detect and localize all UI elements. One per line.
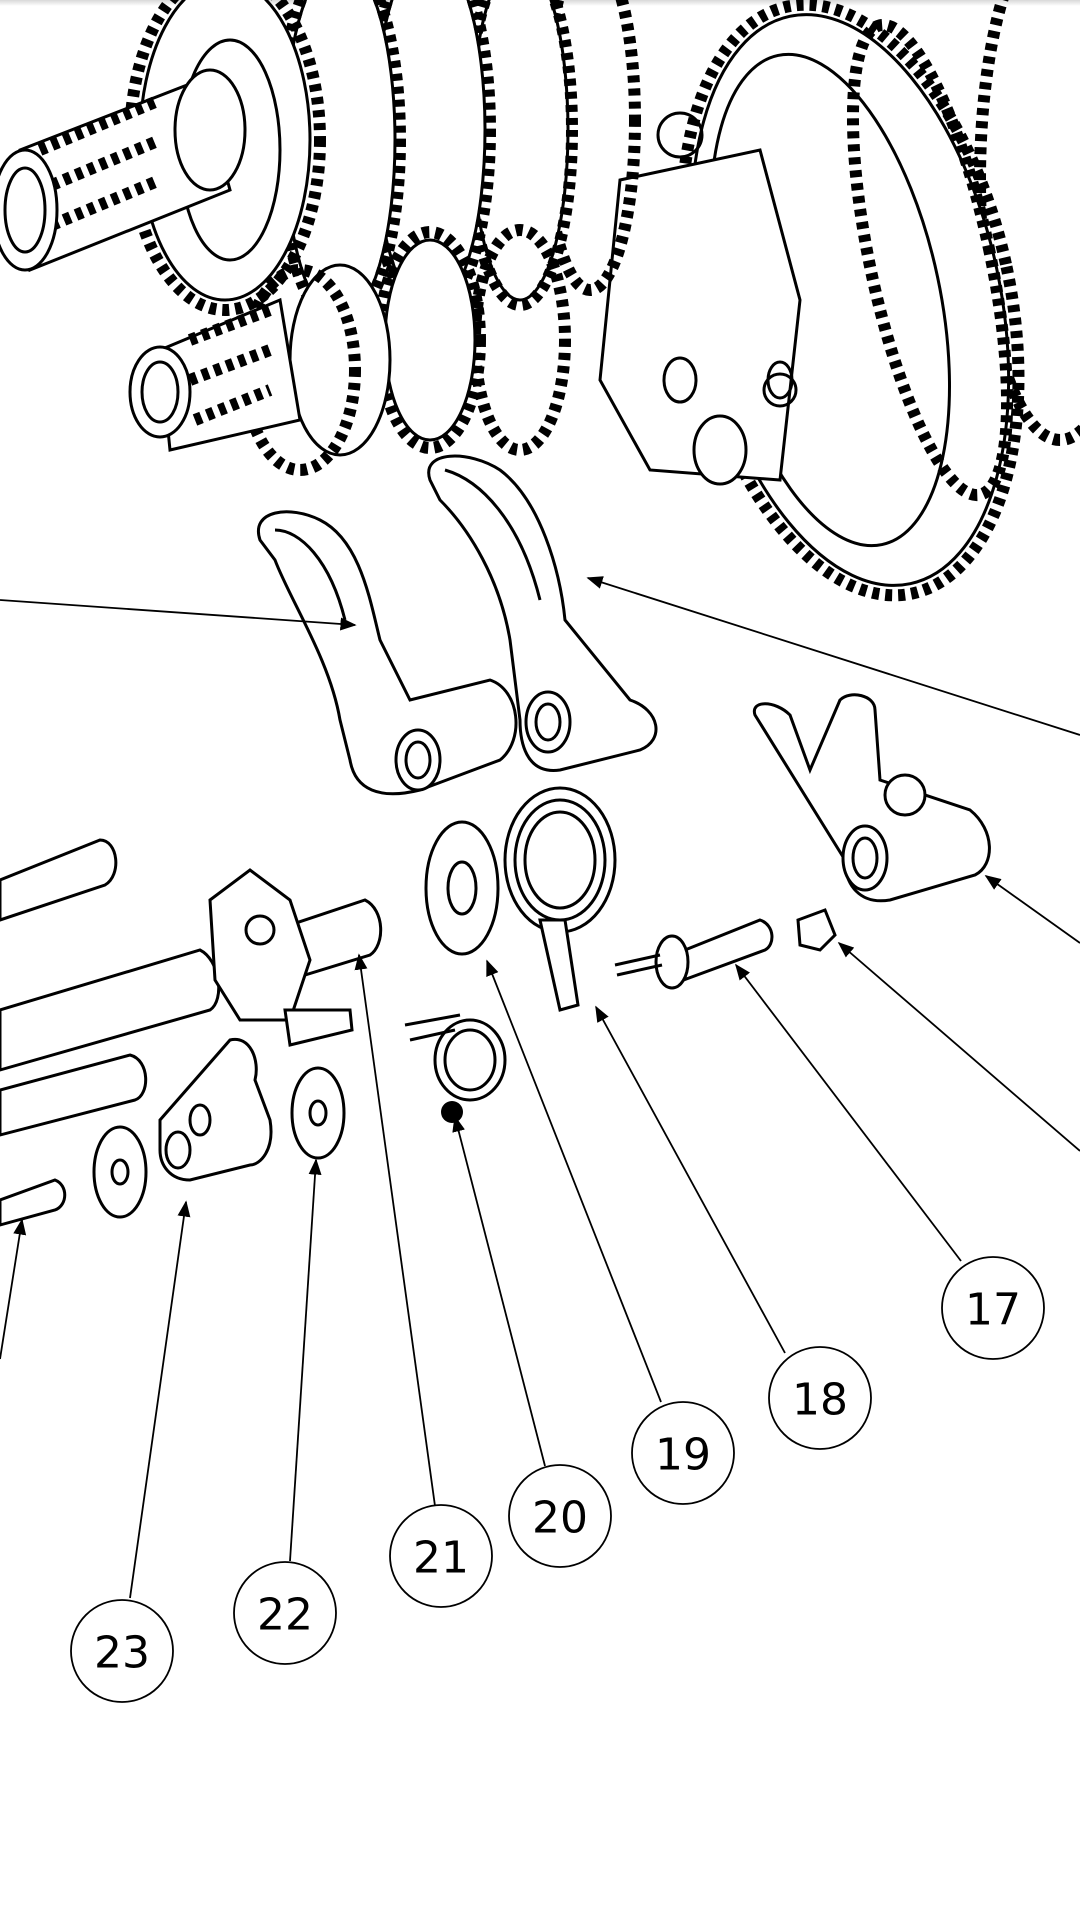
callout-label: 17	[965, 1285, 1021, 1336]
callout-20: 20	[508, 1464, 612, 1568]
gearbox-assembly	[0, 0, 1080, 602]
callout-label: 23	[94, 1628, 150, 1679]
callout-label: 21	[413, 1533, 469, 1584]
shift-drum-housing	[598, 111, 802, 486]
shift-fork-right	[752, 693, 991, 903]
callout-label: 22	[257, 1590, 313, 1641]
lower-gear-stack	[128, 224, 571, 476]
callout-21: 21	[389, 1504, 493, 1608]
shift-fork-center	[427, 454, 658, 772]
callout-label: 20	[532, 1493, 588, 1544]
callout-17: 17	[941, 1256, 1045, 1360]
callout-label: 18	[792, 1375, 848, 1426]
callout-23: 23	[70, 1599, 174, 1703]
spring-20	[404, 1013, 507, 1123]
shift-drum-shaft	[0, 838, 383, 1227]
callout-18: 18	[768, 1346, 872, 1450]
callout-label: 19	[655, 1430, 711, 1481]
callout-19: 19	[631, 1401, 735, 1505]
washer-22	[290, 1066, 346, 1160]
washer-19	[424, 820, 500, 956]
upper-gear-stack	[124, 0, 641, 331]
return-spring-18	[503, 786, 617, 1012]
shift-arm-23	[92, 1037, 273, 1219]
callout-22: 22	[233, 1561, 337, 1665]
pin-17	[614, 908, 837, 990]
input-shaft	[0, 68, 247, 273]
leader-lines	[0, 576, 1080, 1599]
shift-fork-left	[256, 510, 518, 796]
